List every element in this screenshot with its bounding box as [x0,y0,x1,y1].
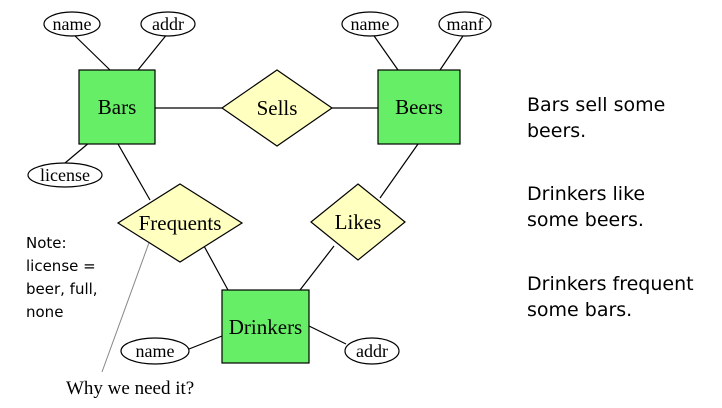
entity-beers [377,69,461,145]
attribute-drinkers-name-label: name [136,341,175,361]
link-bars-name [71,32,111,71]
relationship-likes-label: Likes [335,210,382,234]
attribute-beers-manf [438,11,492,37]
statement-sells-line: Bars sell some [527,94,665,116]
statement-sells-line: beers. [527,120,586,142]
entity-bars [78,69,156,145]
note-line: license = [26,257,96,275]
statement-frequents-line: some bars. [527,299,632,321]
attribute-bars-license [27,162,103,188]
statement-likes-line: some beers. [527,209,644,231]
link-beers-manf [439,32,466,71]
relationship-frequents [116,183,244,263]
statement-frequents-line: Drinkers frequent [527,273,694,295]
link-bars-frequents [117,143,151,201]
relationship-frequents-label: Frequents [139,211,222,235]
note-line: Note: [26,234,67,252]
link-drinkers-addr [308,325,347,345]
relationship-likes [310,183,406,261]
attribute-bars-name [43,11,101,37]
attribute-bars-addr-label: addr [152,14,184,34]
note-line: beer, full, [26,280,98,298]
attribute-drinkers-name [120,337,190,365]
entity-bars-label: Bars [98,95,137,119]
entity-drinkers-label: Drinkers [229,315,302,339]
link-frequents-drinkers [203,245,229,291]
statement-likes-line: Drinkers like [527,183,645,205]
attribute-beers-manf-label: manf [447,14,484,34]
link-bars-addr [137,32,169,71]
link-beers-likes [379,143,419,199]
attribute-beers-name [341,11,399,37]
license-note: Note: license = beer, full, none [26,234,98,321]
attribute-bars-addr [140,11,196,37]
link-bars-license [64,141,91,164]
link-drinkers-name [188,335,223,350]
entity-drinkers [221,289,310,364]
attribute-bars-name-label: name [53,14,92,34]
entity-beers-label: Beers [395,95,443,119]
attribute-drinkers-addr-label: addr [356,341,388,361]
relationship-sells [220,69,334,147]
note-line: none [26,303,63,321]
relationship-sells-label: Sells [257,96,298,120]
connector-lines [64,32,466,350]
link-likes-drinkers [299,245,335,291]
question-text: Why we need it? [66,378,194,399]
attribute-drinkers-addr [344,337,400,365]
link-beers-name [371,32,399,71]
attribute-bars-license-label: license [40,165,90,185]
note-pointer-line [101,239,151,373]
relationship-statements: Bars sell some beers. Drinkers like some… [527,94,694,321]
attribute-beers-name-label: name [351,14,390,34]
